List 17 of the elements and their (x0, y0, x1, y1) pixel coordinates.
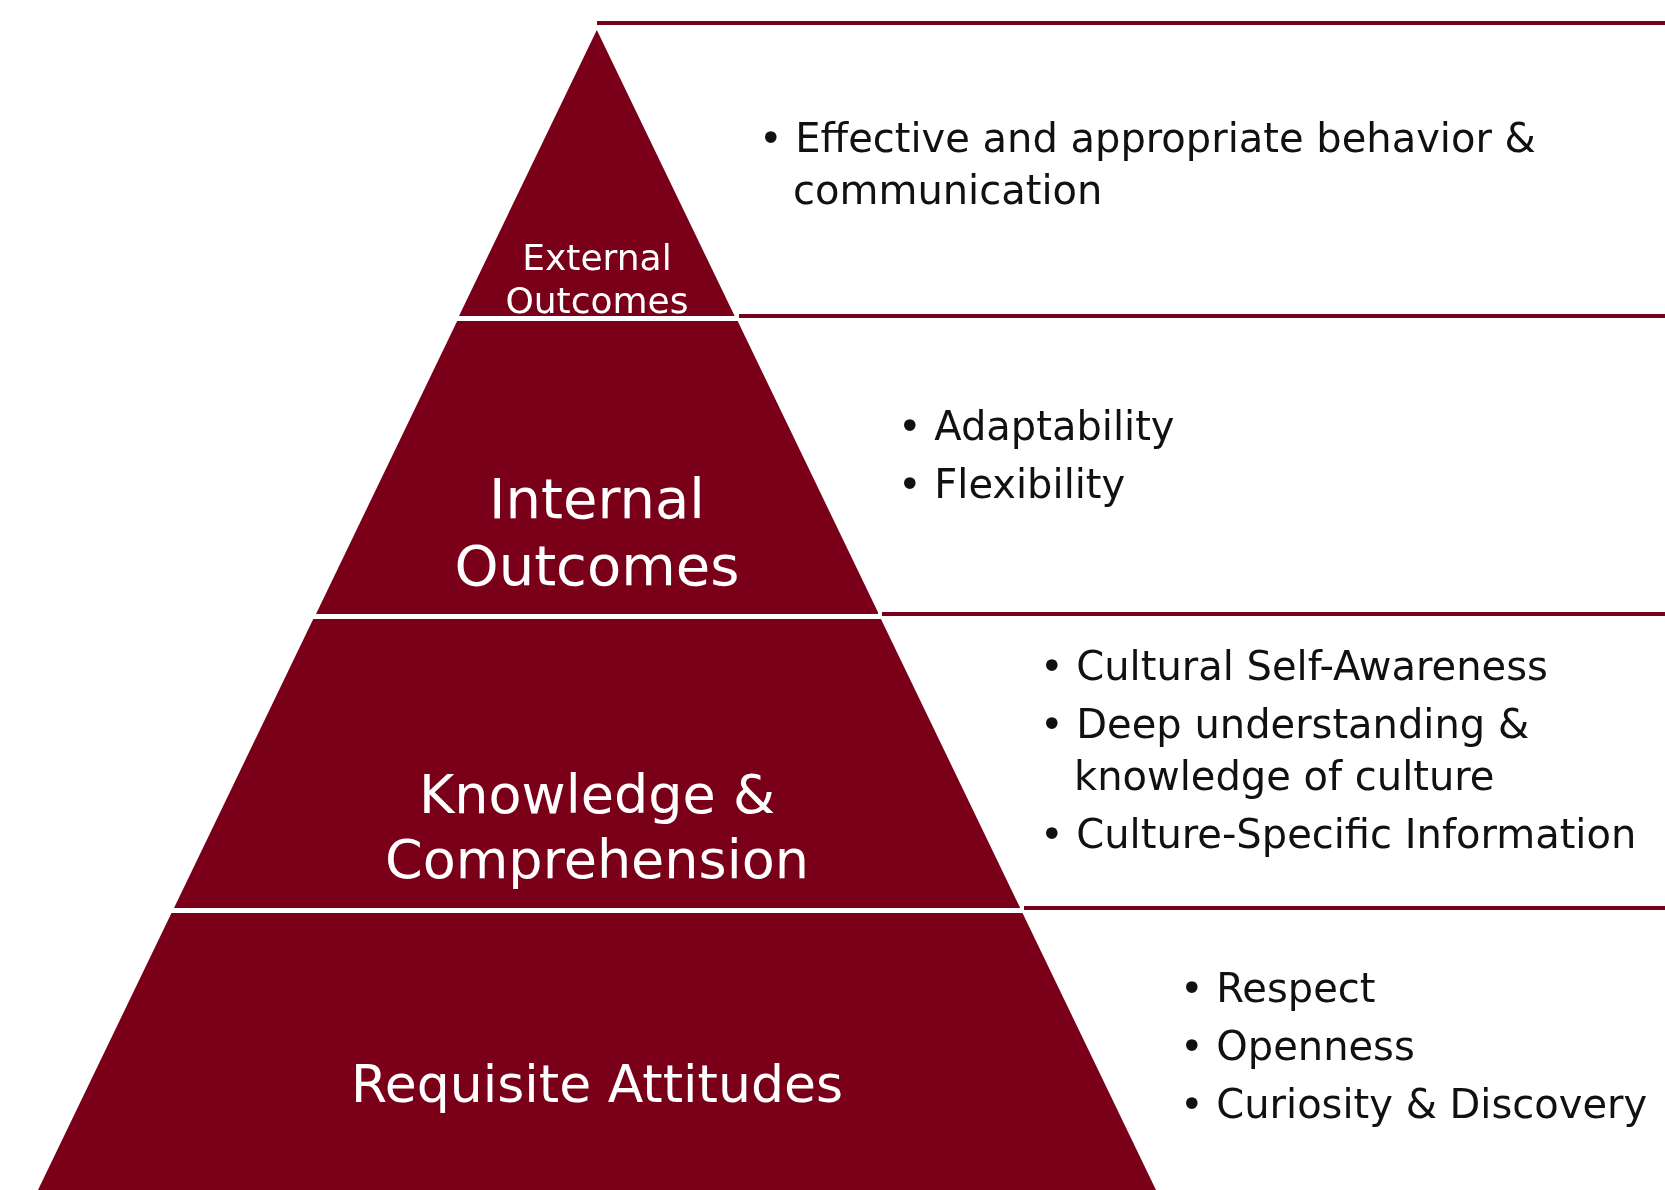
pyramid-tier (173, 619, 1021, 908)
bullet-item: • Adaptability (898, 402, 1176, 451)
bullet-item: • Culture-Specific Information (1040, 810, 1638, 859)
bullet-item: • Curiosity & Discovery (1180, 1080, 1649, 1129)
bullet-item: • Respect (1180, 964, 1377, 1013)
bullet-item: • Deep understanding & knowledge of culture (1040, 700, 1531, 801)
bullet-item: • Openness (1180, 1022, 1416, 1071)
bullet-item: • Flexibility (898, 460, 1127, 509)
tier-label: Knowledge & Comprehension (384, 763, 810, 893)
tier-label: Internal Outcomes (453, 465, 741, 600)
tier-label: External Outcomes (504, 236, 690, 323)
pyramid-apex (459, 30, 735, 316)
bullet-item: • Cultural Self-Awareness (1040, 642, 1549, 691)
pyramid-tier (38, 913, 1156, 1190)
bullet-item: • Effective and appropriate behavior & communication (759, 114, 1537, 215)
tier-label: Requisite Attitudes (350, 1053, 844, 1116)
pyramid-tier (315, 321, 879, 614)
